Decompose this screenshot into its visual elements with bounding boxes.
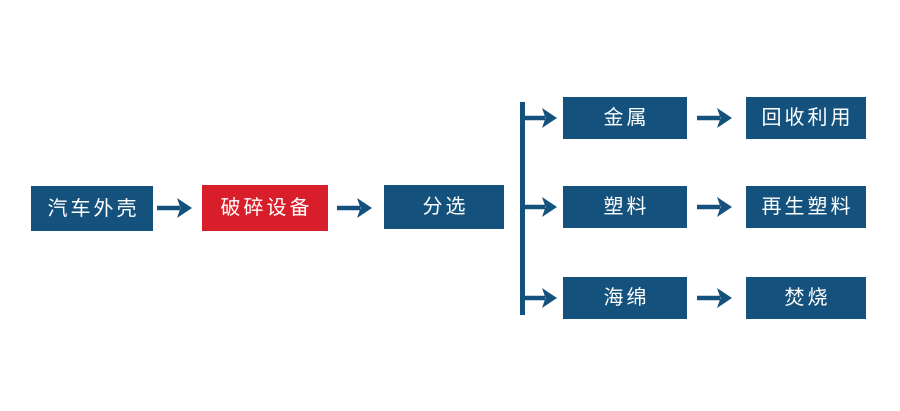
arrow-plastic-to-recycled-plastic-icon [697, 193, 733, 221]
node-metal: 金属 [563, 97, 687, 139]
arrow-sponge-to-incineration-icon [697, 284, 733, 312]
arrow-branch-plastic-icon [522, 193, 558, 221]
arrow-crusher-to-sorting-icon [337, 194, 373, 222]
arrow-branch-sponge-icon [522, 284, 558, 312]
node-car-shell: 汽车外壳 [31, 186, 153, 231]
node-plastic: 塑料 [563, 186, 687, 228]
node-incineration: 焚烧 [746, 277, 866, 319]
node-recycling: 回收利用 [746, 97, 866, 139]
arrow-branch-metal-icon [522, 104, 558, 132]
node-crushing-equipment: 破碎设备 [202, 185, 328, 231]
arrow-metal-to-recycling-icon [697, 104, 733, 132]
node-sponge: 海绵 [563, 277, 687, 319]
arrow-source-to-crusher-icon [157, 194, 193, 222]
node-recycled-plastic: 再生塑料 [746, 186, 866, 228]
node-sorting: 分选 [384, 185, 504, 229]
